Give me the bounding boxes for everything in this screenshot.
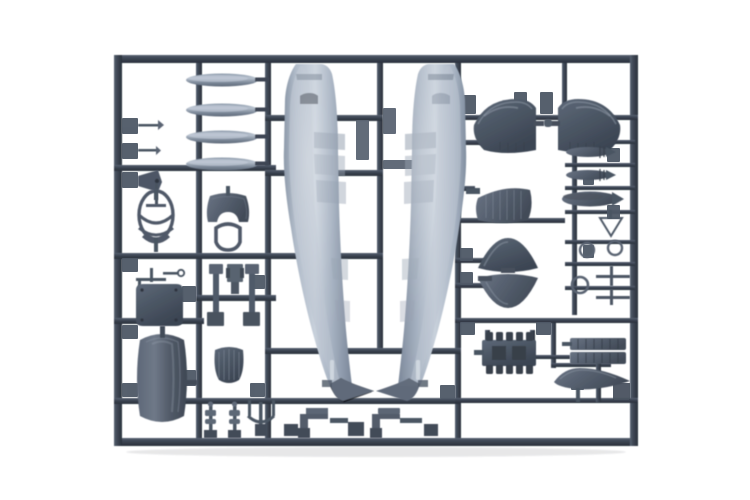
exhaust-stack-left (474, 332, 536, 374)
horizontal-stabilizer-right (544, 99, 621, 153)
tail-wheel (246, 400, 276, 436)
wheel-hub-2 (606, 239, 624, 257)
main-gear-leg-right (243, 264, 260, 326)
bomb-3 (562, 191, 624, 207)
main-gear-leg-left (207, 264, 224, 326)
oleo-leg-2 (228, 401, 241, 438)
radiator-scoop (214, 347, 244, 383)
fin-part (598, 210, 624, 238)
propeller-blade-4 (186, 157, 269, 171)
centre-gear-part (226, 264, 244, 294)
seat-armour (206, 186, 250, 252)
pylon-2 (370, 408, 422, 438)
exhaust-stack-right (562, 338, 626, 364)
wheel-hub-3 (570, 275, 590, 295)
centreline-pylon (298, 408, 348, 438)
nose-fairing (554, 368, 630, 402)
propeller-blade-3 (186, 130, 269, 144)
spinner-half-upper (478, 238, 538, 273)
fuselage-half-right (376, 64, 467, 401)
instrument-panel (136, 284, 183, 326)
propeller-blade-1 (186, 73, 269, 87)
horizontal-stabilizer-left (473, 99, 544, 153)
oleo-leg-1 (204, 401, 217, 438)
canopy-frame (137, 189, 175, 252)
antenna-mast (138, 146, 161, 155)
wheel-hub-1 (578, 241, 596, 259)
sprue-shadow (126, 447, 626, 457)
propeller-blade-2 (186, 103, 269, 117)
spinner-half-lower (478, 274, 538, 308)
wing-fillet (466, 188, 532, 223)
bomb-2 (566, 169, 616, 181)
drop-tank (137, 326, 197, 422)
fuselage-half-left (283, 64, 374, 402)
small-detail-parts (204, 400, 438, 438)
pitot-tube (138, 120, 164, 130)
bomb-1 (566, 146, 616, 158)
propeller-blades (186, 73, 269, 171)
strut-cross-parts (596, 266, 630, 305)
